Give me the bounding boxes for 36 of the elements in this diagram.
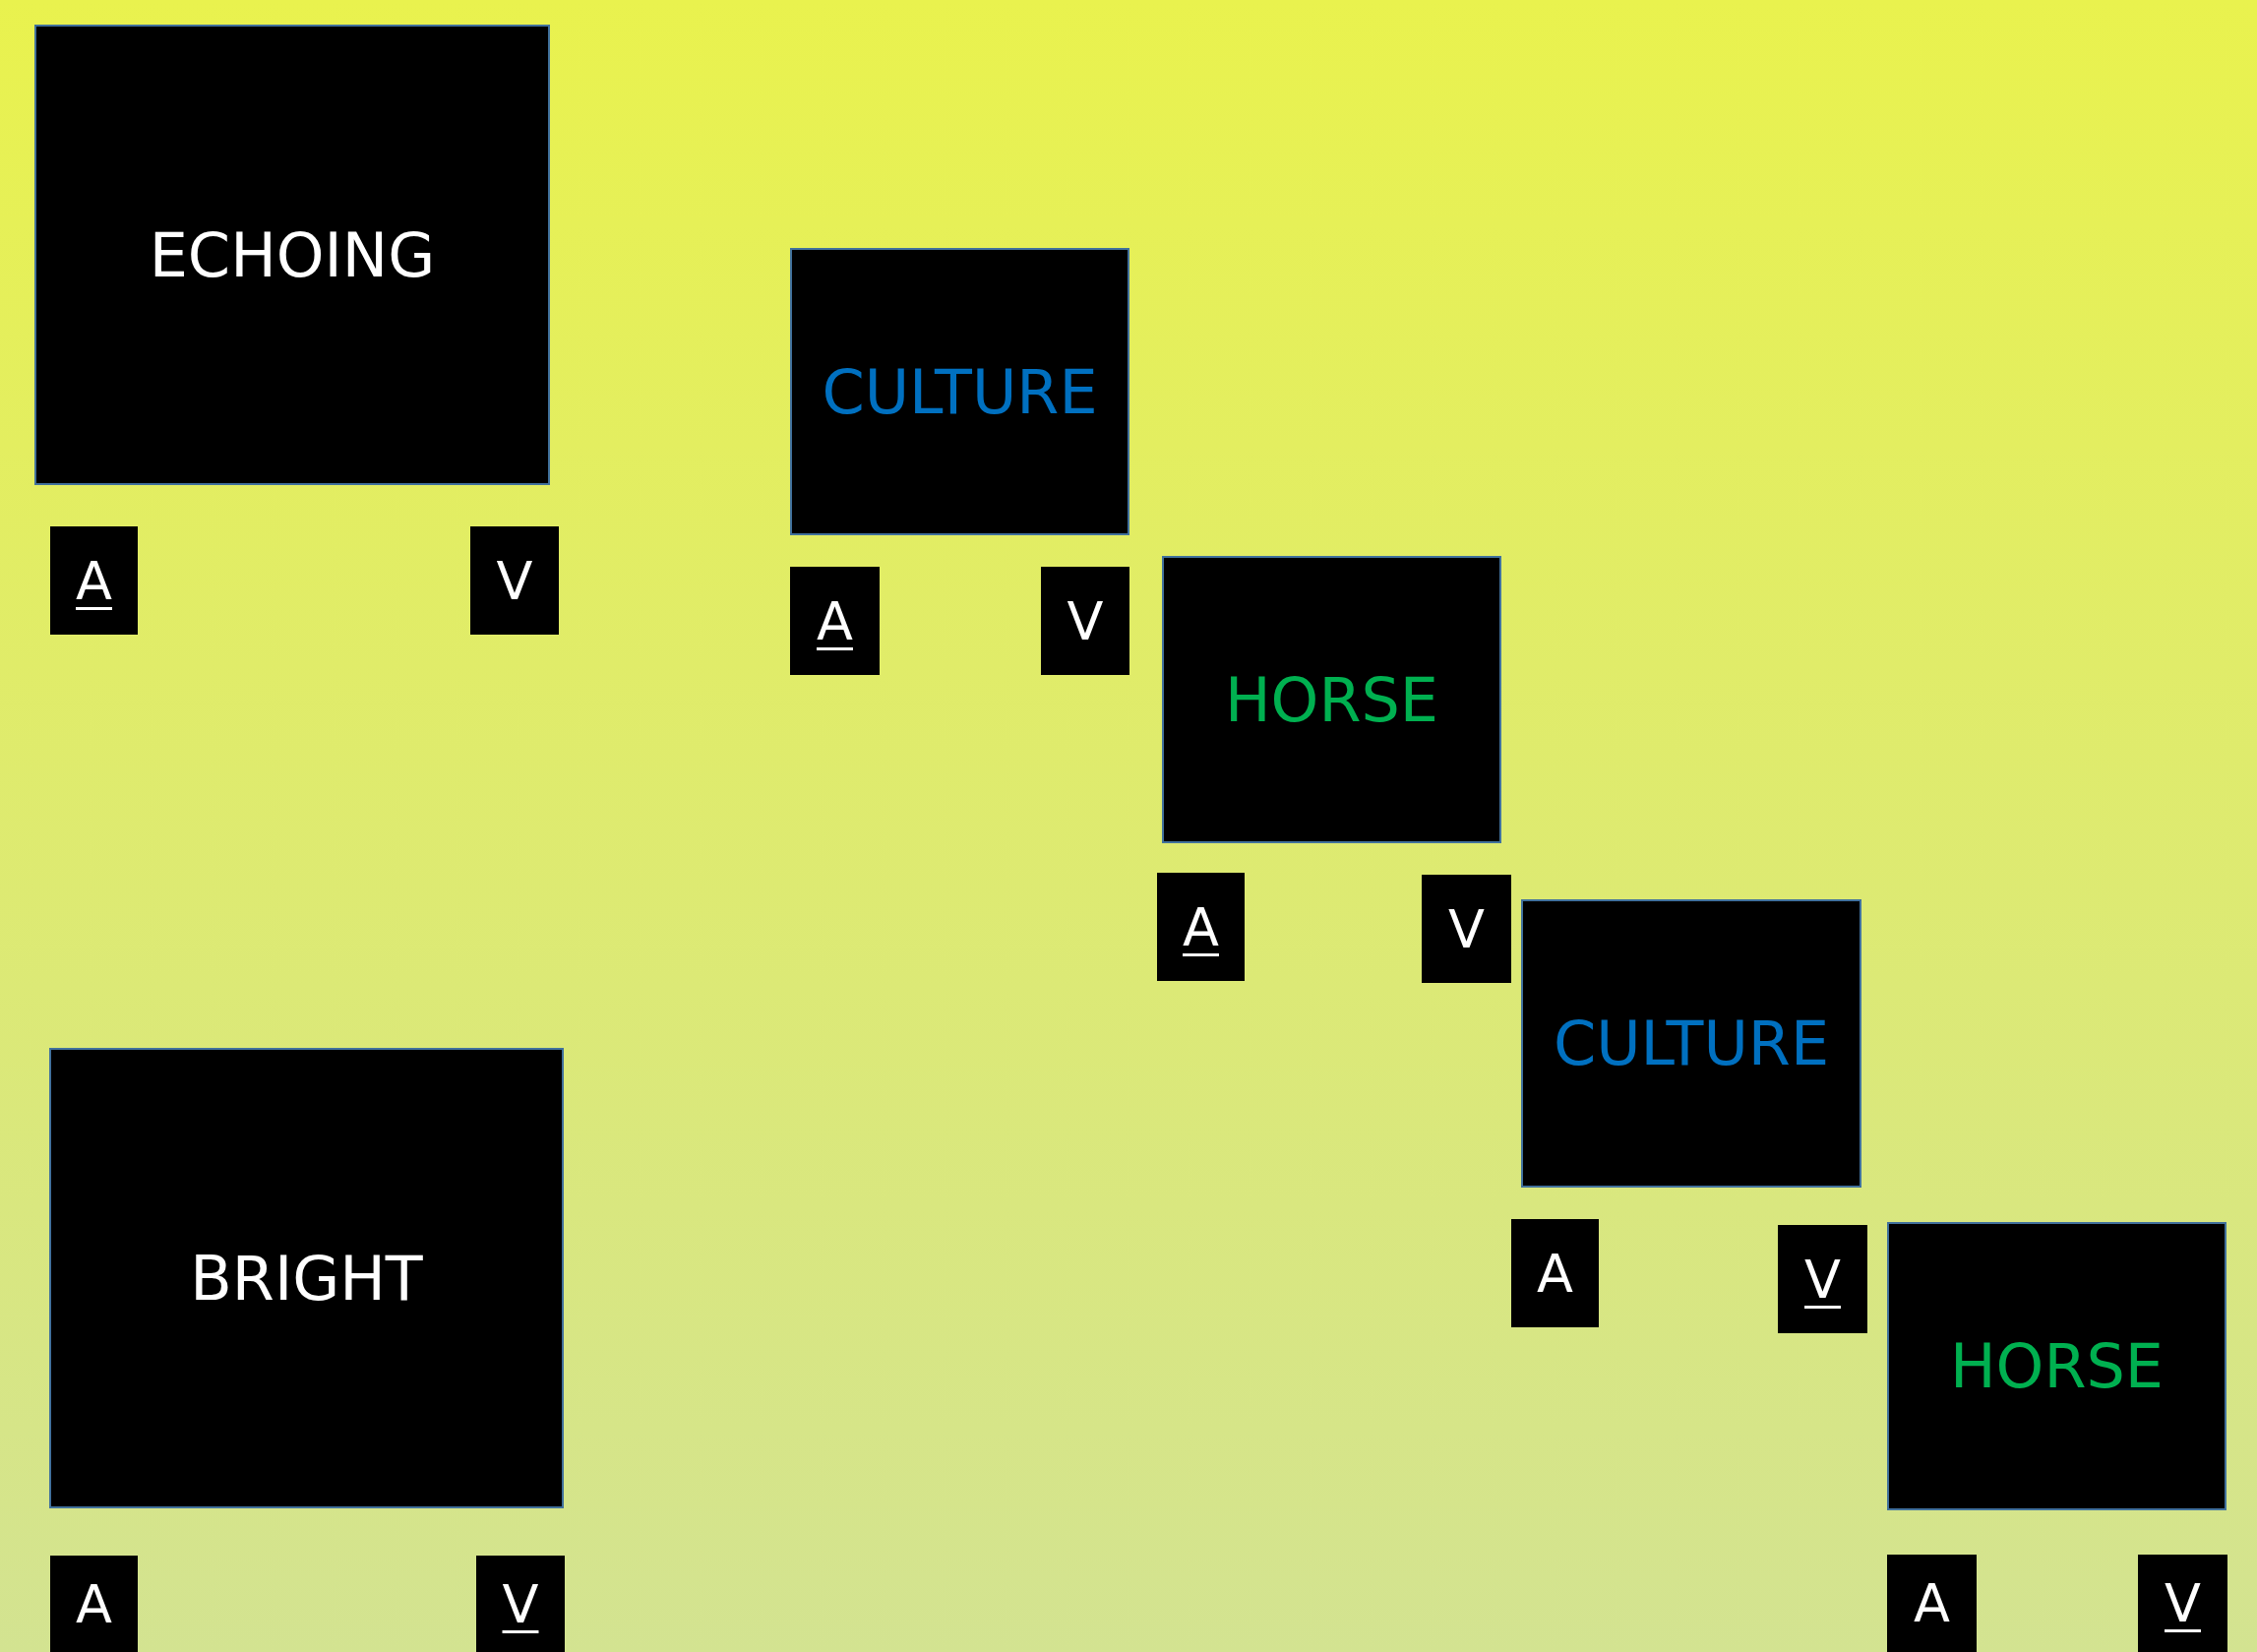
letter-text: A <box>1537 1242 1573 1305</box>
letter-box <box>2138 1555 2227 1652</box>
letter-box <box>476 1556 565 1652</box>
letter-text: V <box>496 549 533 612</box>
word-text: HORSE <box>1950 1330 2164 1402</box>
letter-box <box>470 526 559 635</box>
letter-box <box>1422 875 1511 983</box>
word-text: CULTURE <box>822 355 1098 428</box>
word-box <box>34 25 550 485</box>
letter-box <box>1041 567 1129 675</box>
letter-box <box>790 567 880 675</box>
letter-box <box>1887 1555 1977 1652</box>
letter-box <box>1511 1219 1599 1327</box>
word-text: ECHOING <box>149 218 436 291</box>
letter-text: A <box>1914 1572 1950 1634</box>
word-box <box>1887 1222 2226 1510</box>
letter-text: V <box>2165 1572 2201 1634</box>
letter-box <box>1778 1225 1867 1333</box>
letter-text: V <box>1067 589 1104 652</box>
letter-text: V <box>502 1572 539 1635</box>
letter-box <box>50 526 138 635</box>
word-text: CULTURE <box>1553 1008 1830 1079</box>
word-box <box>790 248 1129 535</box>
word-text: HORSE <box>1225 663 1438 736</box>
letter-text: A <box>76 1572 112 1635</box>
word-box <box>1162 556 1501 843</box>
letter-text: A <box>76 549 112 612</box>
letter-text: V <box>1804 1248 1841 1311</box>
word-box <box>49 1048 564 1508</box>
letter-text: A <box>817 589 853 652</box>
letter-text: A <box>1183 895 1219 958</box>
letter-text: V <box>1448 897 1485 960</box>
word-text: BRIGHT <box>190 1242 423 1315</box>
word-box <box>1521 899 1861 1188</box>
letter-box <box>50 1556 138 1652</box>
letter-box <box>1157 873 1245 981</box>
